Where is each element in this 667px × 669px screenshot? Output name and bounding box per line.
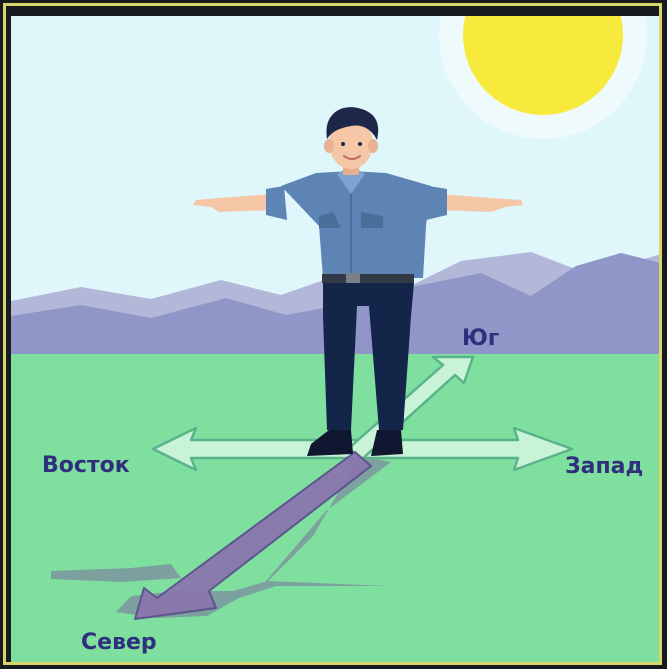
label-west: Запад <box>565 456 643 478</box>
label-north: Север <box>81 632 157 654</box>
compass-scene <box>11 16 661 665</box>
label-south: Юг <box>462 328 499 350</box>
illustration-frame: Юг Восток Запад Север <box>3 3 662 665</box>
label-east: Восток <box>42 455 130 477</box>
